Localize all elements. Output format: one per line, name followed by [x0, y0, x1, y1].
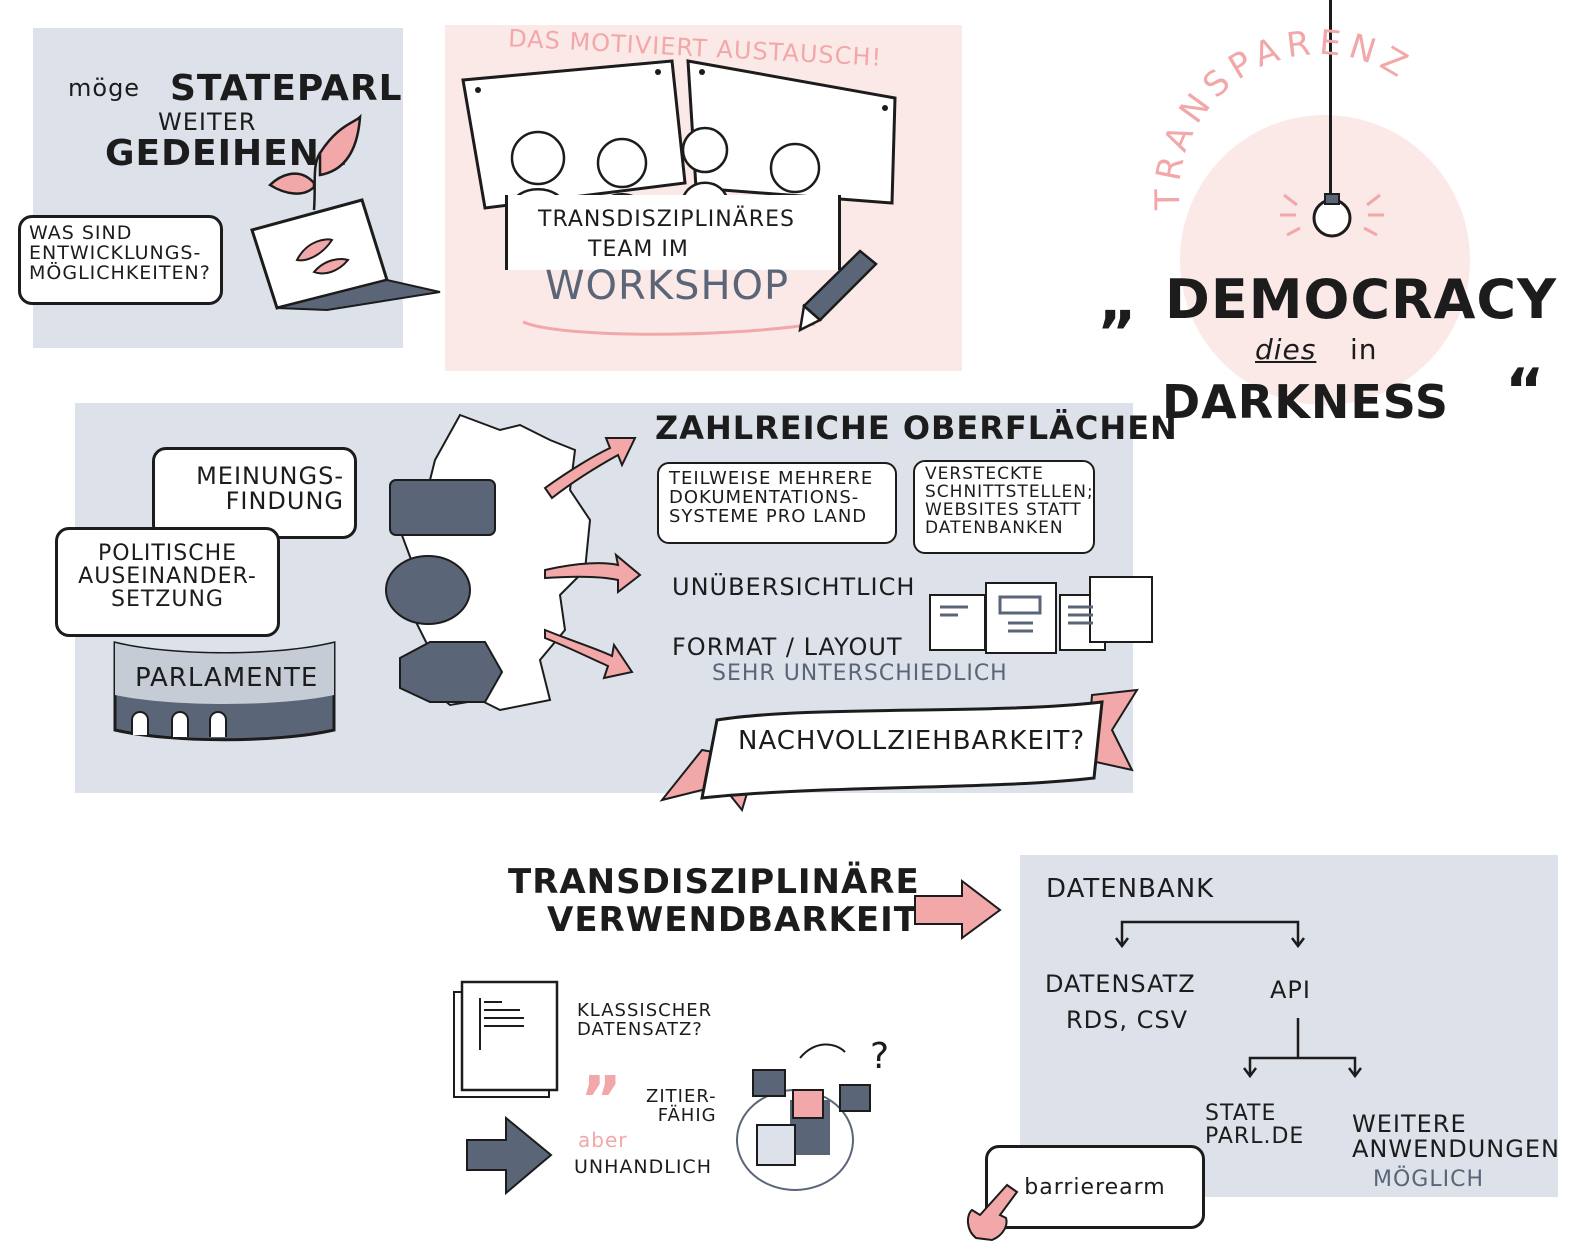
usability-heading-line2: Verwendbarkeit [547, 900, 918, 940]
unwieldy-label: unhandlich [574, 1156, 712, 1178]
laptop-icon [250, 198, 441, 312]
hidden-interfaces-box: Versteckte Schnittstellen; Websites stat… [913, 460, 1095, 554]
germany-map [385, 413, 592, 712]
db-apps-label: Weitere Anwendungen [1352, 1110, 1560, 1164]
pencil-icon [798, 249, 878, 333]
quote-line2a: dies [1255, 333, 1317, 366]
opinion-bubble: Meinungs- findung [152, 447, 357, 539]
db-api-label: API [1270, 976, 1311, 1004]
wish-pre: möge [68, 74, 141, 102]
parliament-icon [113, 641, 336, 742]
flipchart-boards [461, 59, 897, 234]
politics-bubble: Politische Auseinander- setzung [55, 527, 280, 637]
workshop-title-line3: Workshop [545, 263, 790, 309]
confusing-label: Unübersichtlich [672, 573, 916, 601]
leaf-sprout-icon [268, 113, 362, 211]
wish-line3: gedeihen ! [105, 133, 351, 174]
format-label: Format / Layout [672, 633, 903, 661]
doc-systems-box: Teilweise mehrere Dokumentations- system… [657, 462, 897, 544]
panel-database [1020, 855, 1558, 1197]
question-bubble: Was sind Entwicklungs- möglichkeiten? [18, 215, 223, 305]
transparenz-arc-text: TRANSPARENZ [1148, 23, 1413, 212]
wish-line2: weiter [158, 108, 257, 136]
db-dataset-sublabel: RDS, CSV [1066, 1006, 1189, 1034]
db-tree-lines [1115, 920, 1362, 1079]
db-title: Datenbank [1046, 874, 1215, 904]
quote-open-mark: „ [1098, 266, 1139, 336]
accessible-callout: barrierearm [985, 1145, 1205, 1229]
svg-text:?: ? [870, 1036, 889, 1077]
surfaces-heading: Zahlreiche Oberflächen [655, 409, 1178, 447]
quote-line2b: in [1350, 333, 1378, 366]
pointing-hand-icon [966, 1183, 1019, 1242]
big-arrow-icon [466, 1115, 553, 1196]
svg-text:TRANSPARENZ: TRANSPARENZ [1148, 23, 1420, 212]
question-notes-icon: ? [736, 1036, 889, 1191]
arrow-right-icon [914, 878, 1002, 940]
lamp-cord [1329, 0, 1332, 200]
but-label: aber [578, 1128, 628, 1152]
banner-ribbon [659, 688, 1139, 813]
underline-swoosh [522, 320, 816, 336]
workshop-title-line1: Transdisziplinäres [538, 207, 795, 232]
citation-quote-icon: ” [580, 1064, 624, 1138]
db-apps-sublabel: möglich [1373, 1167, 1484, 1192]
format-sublabel: sehr unterschiedlich [712, 661, 1008, 686]
documents-icon [929, 576, 1153, 654]
banner-label: Nachvollziehbarkeit? [738, 726, 1086, 756]
workshop-title-line2: Team im [588, 237, 689, 262]
quote-line3: Darkness [1162, 375, 1449, 429]
dataset-document-icon [453, 980, 559, 1098]
quote-line1: Democracy [1165, 268, 1558, 331]
lightbulb-icon [1280, 193, 1384, 238]
db-stateparl-label: State parl.de [1205, 1101, 1305, 1150]
pink-circle [1180, 115, 1470, 405]
citable-label: Zitier- fähig [646, 1086, 717, 1126]
arrow-icon [543, 437, 642, 680]
db-dataset-label: Datensatz [1045, 970, 1196, 998]
workshop-title-card [505, 195, 841, 270]
wish-name: STATEPARL [170, 68, 403, 109]
usability-heading-line1: Transdisziplinäre [508, 862, 920, 902]
classic-dataset-label: Klassischer Datensatz? [577, 1000, 713, 1040]
quote-close-mark: “ [1505, 356, 1546, 426]
parliament-label: Parlamente [135, 663, 319, 693]
